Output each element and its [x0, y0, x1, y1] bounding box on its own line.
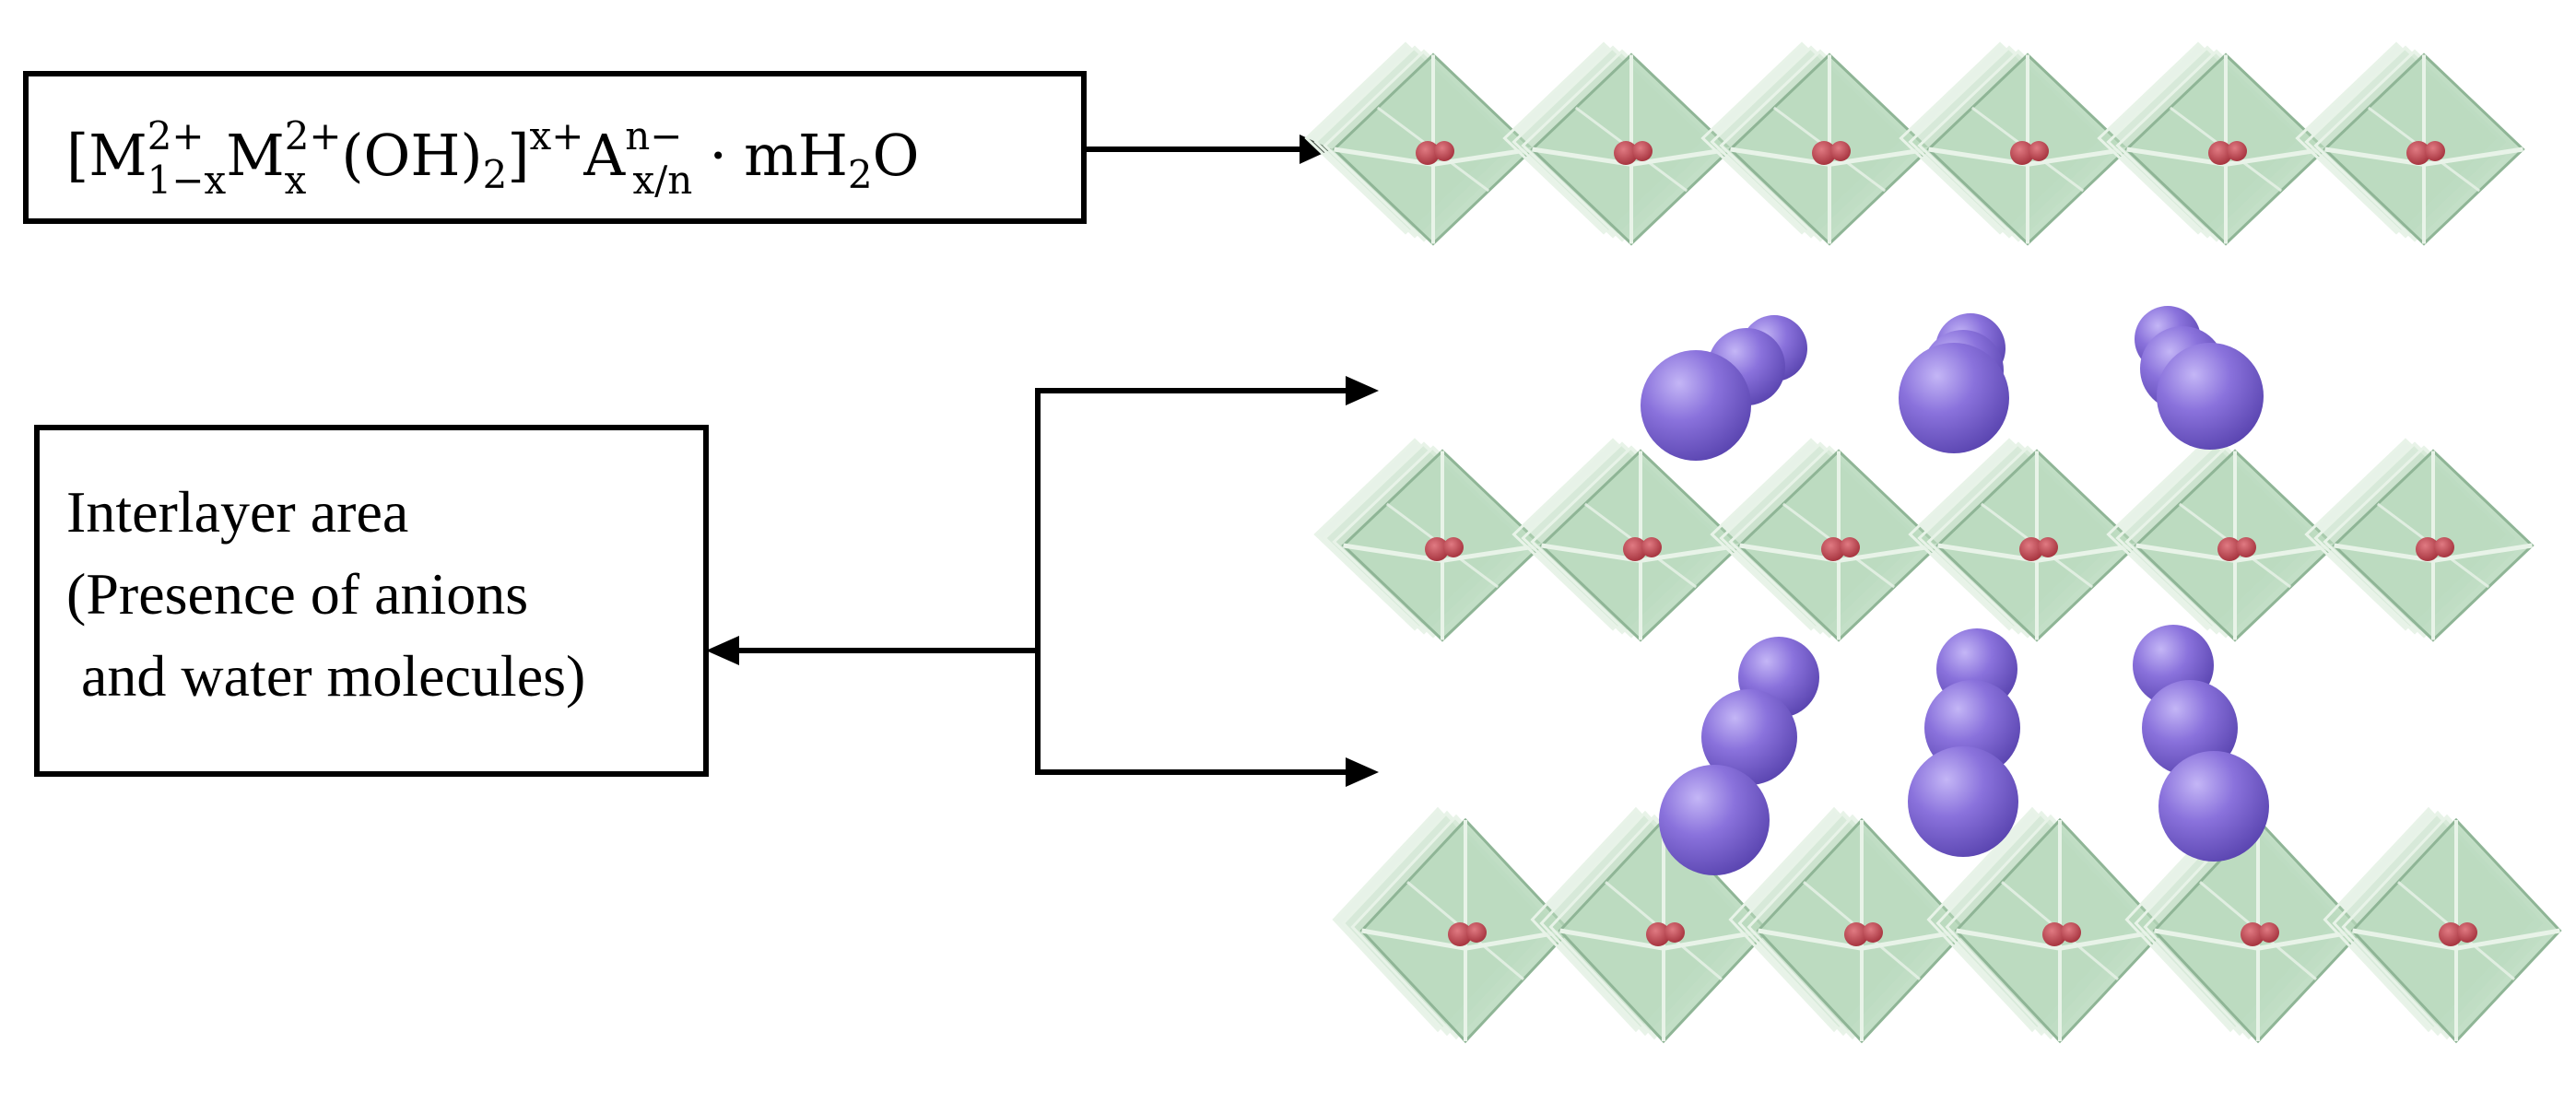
bottom-layer-octahedron [2323, 806, 2562, 1044]
lower-anion-sphere [1908, 746, 2018, 857]
metal-center [2217, 537, 2241, 561]
metal-center [2425, 141, 2445, 161]
metal-center [1466, 922, 1487, 943]
interlayer-box-border [34, 425, 709, 777]
metal-center [1812, 141, 1836, 165]
formula-metal-1-charge: 2+ [147, 113, 205, 158]
formula-water-mh: mH [744, 122, 848, 189]
hydroxide-layers [1304, 41, 2562, 1044]
metal-center [2439, 922, 2463, 946]
layer-formula: [M2+1−xM2+x(OH)2]x+An−x/n·mH2O [66, 113, 920, 203]
middle-layer-octahedron [1710, 438, 1940, 642]
formula-water-o: O [873, 122, 920, 189]
formula-open-bracket: [ [66, 122, 88, 189]
formula-box-border [23, 71, 1087, 224]
metal-center [1425, 537, 1449, 561]
interlayer-line-2: (Presence of anions [66, 561, 528, 627]
metal-center [1840, 537, 1860, 557]
formula-hydroxide: (OH) [341, 122, 482, 189]
formula-box: [M2+1−xM2+x(OH)2]x+An−x/n·mH2O [23, 71, 1087, 224]
formula-water-h-count: 2 [848, 152, 873, 197]
metal-center [1641, 537, 1662, 557]
interlayer-box-arrow-head [706, 636, 739, 665]
lower-anion-sphere [1659, 765, 1770, 875]
bottom-layer-octahedron [1728, 806, 1968, 1044]
metal-center [1614, 141, 1638, 165]
metal-center [1844, 922, 1868, 946]
formula-metal-1-fraction: 1−x [147, 158, 227, 203]
metal-center [2457, 922, 2477, 943]
bottom-layer-octahedron [1926, 806, 2166, 1044]
top-layer-octahedron [1304, 41, 1535, 246]
upper-anion-sphere [2157, 343, 2264, 450]
metal-center [1646, 922, 1670, 946]
bracket-lower-arrow-head [1346, 757, 1379, 787]
formula-anion-charge: n− [625, 113, 682, 158]
interlayer-line-1: Interlayer area [66, 479, 408, 545]
metal-center [2259, 922, 2279, 943]
top-layer-octahedron [1700, 41, 1931, 246]
formula-metal-2: M [226, 122, 284, 189]
metal-center [1830, 141, 1851, 161]
metal-center [2227, 141, 2247, 161]
interlayer-box: Interlayer area (Presence of anions and … [34, 425, 709, 777]
bracket-vertical [1035, 388, 1360, 775]
lower-anion-sphere [1701, 689, 1797, 785]
formula-close-bracket: ] [507, 122, 529, 189]
formula-arrow-head [1300, 135, 1332, 164]
metal-center [2061, 922, 2081, 943]
metal-center [1623, 537, 1647, 561]
formula-anion: A [582, 122, 626, 189]
metal-center [2038, 537, 2058, 557]
top-layer-octahedron [1502, 41, 1733, 246]
metal-center [1416, 141, 1440, 165]
interlayer-anions [1641, 306, 2269, 875]
metal-center [2208, 141, 2232, 165]
metal-center [2236, 537, 2256, 557]
bottom-layer-octahedron [1332, 806, 1571, 1044]
formula-metal-1: M [88, 122, 147, 189]
middle-layer-octahedron [2304, 438, 2535, 642]
top-layer-octahedron [2295, 41, 2525, 246]
upper-anion-sphere [1899, 343, 2009, 453]
formula-dot: · [709, 122, 727, 189]
top-layer-octahedron [1899, 41, 2129, 246]
top-layer-octahedron [2097, 41, 2327, 246]
interlayer-bracket [728, 388, 1360, 775]
metal-center [1443, 537, 1464, 557]
metal-center [1434, 141, 1454, 161]
middle-layer-octahedron [1908, 438, 2138, 642]
middle-layer-octahedron [1511, 438, 1742, 642]
middle-layer-octahedron [1313, 438, 1544, 642]
formula-layer-charge: x+ [530, 113, 584, 158]
bracket-upper-arrow-head [1346, 376, 1379, 405]
bottom-layer-octahedron [2124, 806, 2364, 1044]
metal-center [2241, 922, 2264, 946]
formula-metal-2-charge: 2+ [285, 113, 342, 158]
metal-center [2010, 141, 2034, 165]
metal-center [2019, 537, 2043, 561]
middle-layer-octahedron [2106, 438, 2336, 642]
lower-anion-sphere [2158, 751, 2269, 862]
formula-hydroxide-count: 2 [483, 152, 508, 197]
metal-center [1821, 537, 1845, 561]
metal-center [2406, 141, 2430, 165]
metal-center [2042, 922, 2066, 946]
metal-center [2416, 537, 2440, 561]
upper-anion-sphere [1641, 350, 1751, 461]
interlayer-line-3: and water molecules) [66, 643, 585, 709]
metal-center [1448, 922, 1472, 946]
metal-center [1863, 922, 1883, 943]
metal-center [1632, 141, 1653, 161]
formula-metal-2-fraction: x [285, 158, 307, 203]
metal-center [2434, 537, 2454, 557]
metal-center [1664, 922, 1685, 943]
formula-anion-fraction: x/n [632, 158, 692, 203]
metal-center [2029, 141, 2049, 161]
